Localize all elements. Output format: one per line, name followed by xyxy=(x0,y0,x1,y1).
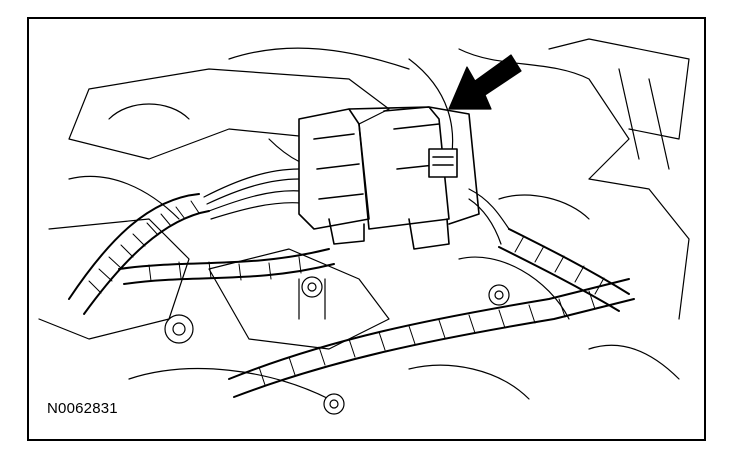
figure-id-label: N0062831 xyxy=(47,400,118,417)
illustration-frame: N0062831 xyxy=(27,17,706,441)
arrow-pointer-icon xyxy=(448,54,522,110)
wiring-harness-lower xyxy=(118,248,635,398)
wiring-harness-right xyxy=(468,188,630,312)
bolt-icon xyxy=(164,276,510,415)
wiring-harness-left xyxy=(68,168,302,315)
electrical-connector-icon xyxy=(298,106,480,250)
technical-line-drawing xyxy=(38,38,690,415)
engine-bay-outlines xyxy=(38,38,690,400)
